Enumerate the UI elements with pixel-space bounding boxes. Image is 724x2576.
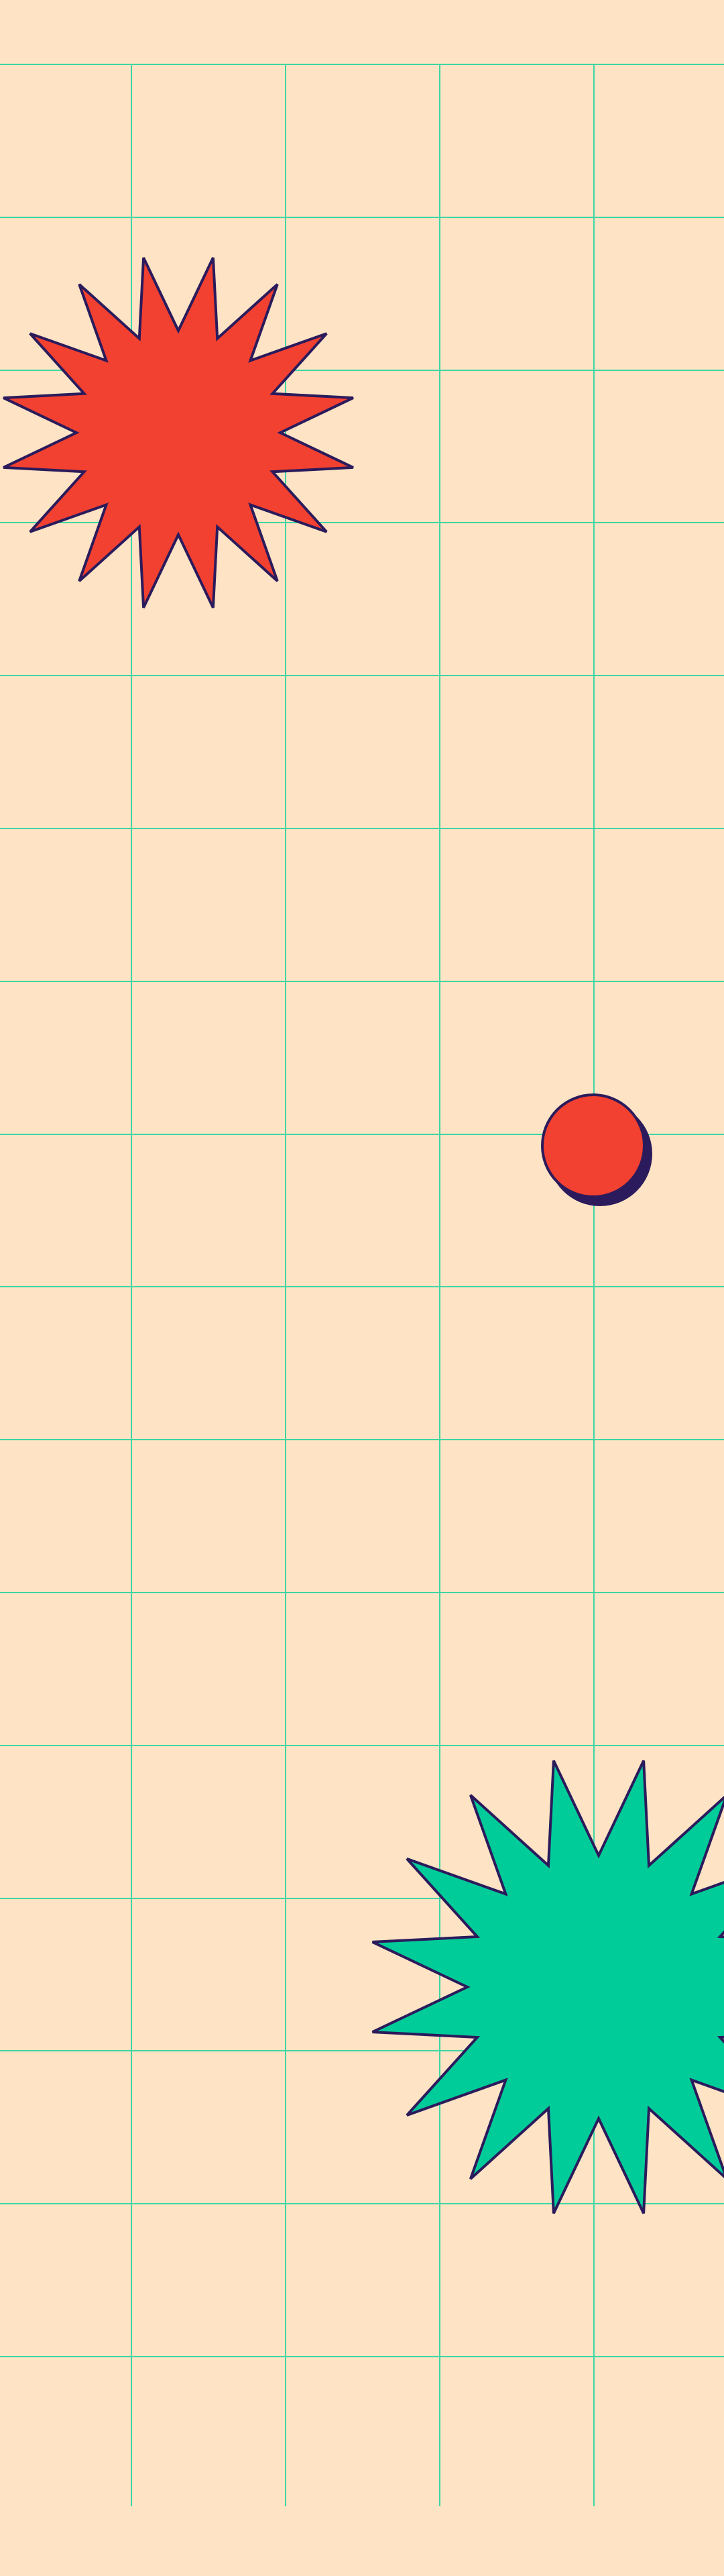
red-starburst-icon [3, 257, 354, 608]
red-dot-icon [541, 1093, 652, 1206]
teal-starburst-icon [371, 1760, 724, 2214]
grid-lines [0, 64, 724, 2506]
red-dot [541, 1093, 646, 1198]
